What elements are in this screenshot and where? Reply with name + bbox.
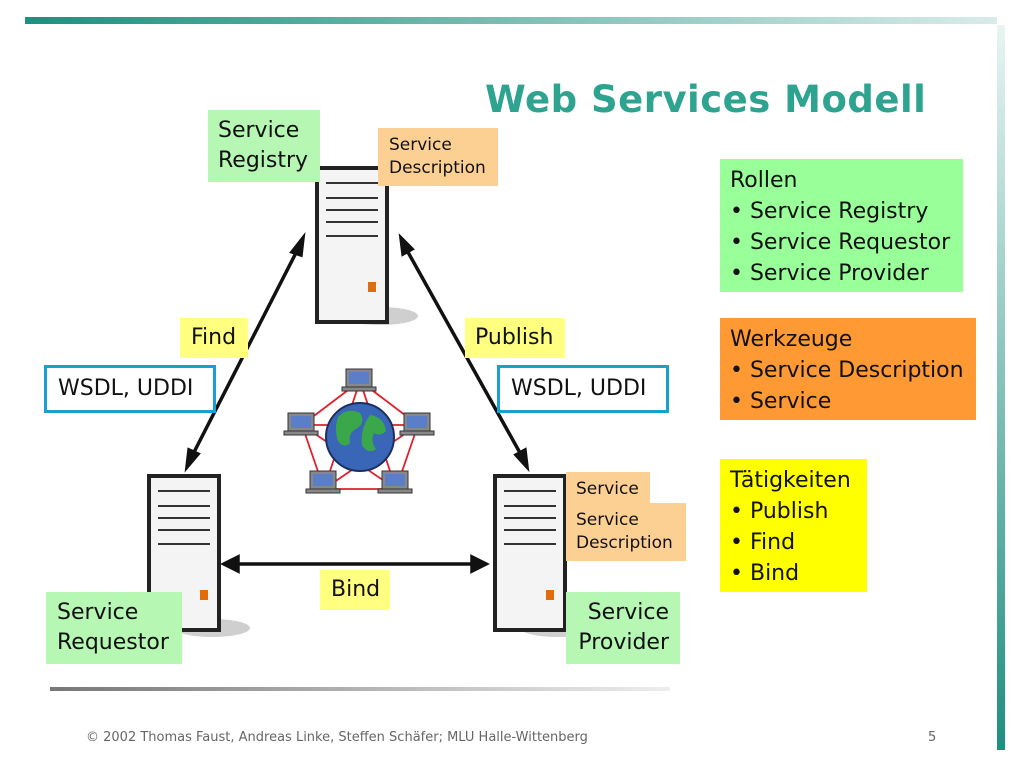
- slide-title: Web Services Modell: [485, 78, 927, 121]
- registry-desc-line2: Description: [389, 158, 486, 178]
- requestor-label-line1: Service: [57, 600, 139, 625]
- bind-label: Bind: [320, 570, 390, 610]
- tools-panel: Werkzeuge • Service Description • Servic…: [720, 318, 976, 420]
- provider-desc-line2: Description: [576, 533, 673, 553]
- roles-panel: Rollen • Service Registry • Service Requ…: [720, 159, 963, 292]
- network-globe-icon: [283, 368, 435, 494]
- registry-label: Service Registry: [208, 110, 320, 182]
- registry-description-label: Service Description: [378, 128, 498, 186]
- roles-item: • Service Requestor: [730, 230, 951, 255]
- registry-label-line2: Registry: [218, 148, 309, 173]
- activities-heading: Tätigkeiten: [730, 468, 851, 493]
- find-label: Find: [180, 318, 248, 358]
- footer-copyright: © 2002 Thomas Faust, Andreas Linke, Stef…: [86, 730, 588, 745]
- requestor-label: Service Requestor: [46, 592, 182, 664]
- activities-item: • Bind: [730, 561, 800, 586]
- provider-label-line2: Provider: [578, 630, 669, 655]
- provider-description-label: Service Description: [566, 503, 686, 561]
- requestor-server-icon: [147, 474, 250, 637]
- registry-label-line1: Service: [218, 118, 300, 143]
- activities-item: • Find: [730, 530, 796, 555]
- registry-desc-line1: Service: [389, 135, 452, 155]
- tools-item: • Service: [730, 389, 832, 414]
- provider-service-label: Service: [566, 472, 650, 504]
- registry-server-icon: [315, 166, 418, 325]
- activities-panel: Tätigkeiten • Publish • Find • Bind: [720, 459, 867, 592]
- roles-heading: Rollen: [730, 168, 798, 193]
- page-number: 5: [928, 730, 937, 745]
- publish-label: Publish: [465, 318, 565, 358]
- provider-label: Service Provider: [566, 592, 680, 664]
- requestor-label-line2: Requestor: [57, 630, 169, 655]
- tools-item: • Service Description: [730, 358, 964, 383]
- provider-label-line1: Service: [587, 600, 669, 625]
- provider-desc-line1: Service: [576, 510, 639, 530]
- tools-heading: Werkzeuge: [730, 327, 853, 352]
- roles-item: • Service Provider: [730, 261, 929, 286]
- activities-item: • Publish: [730, 499, 829, 524]
- wsdl-uddi-right-label: WSDL, UDDI: [497, 365, 669, 413]
- roles-item: • Service Registry: [730, 199, 929, 224]
- wsdl-uddi-left-label: WSDL, UDDI: [44, 365, 216, 413]
